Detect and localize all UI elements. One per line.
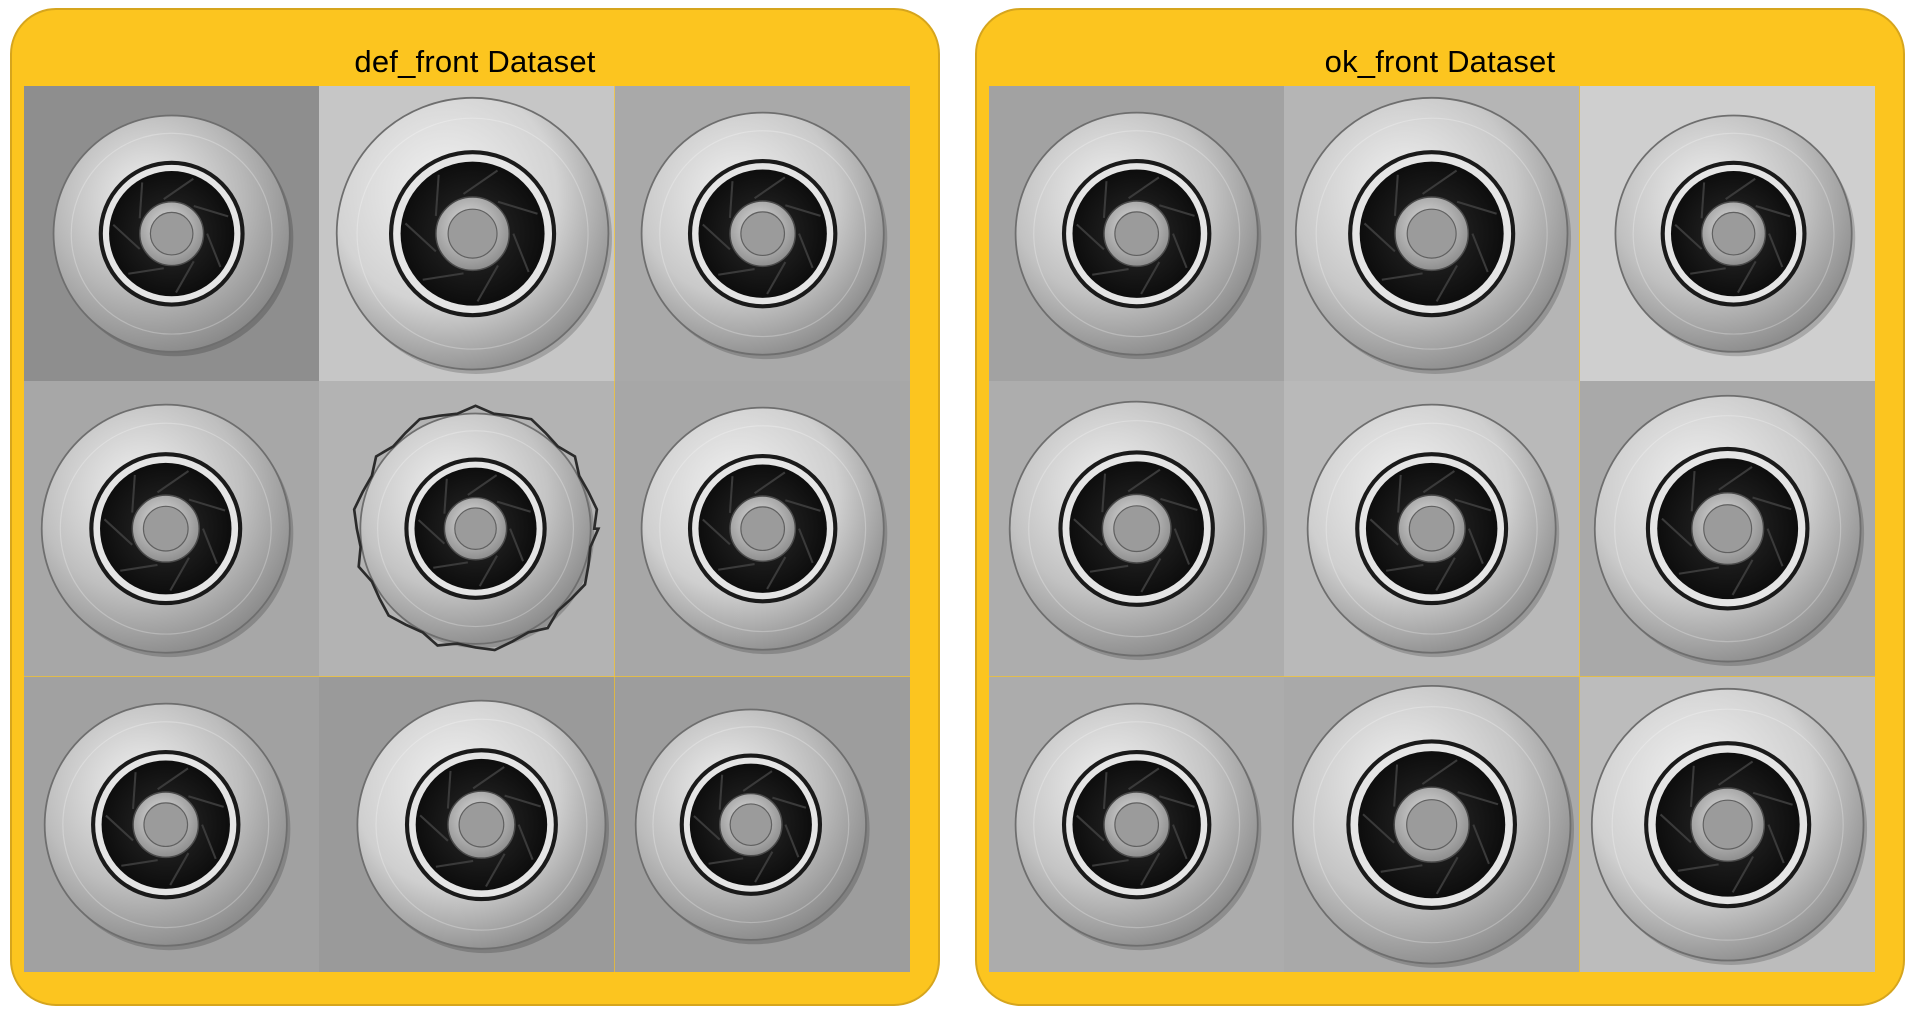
impeller-photo (1579, 676, 1875, 972)
impeller-photo (614, 676, 910, 972)
def-sample-image-4 (24, 381, 320, 677)
impeller-photo (614, 86, 910, 382)
def-sample-image-7 (24, 676, 320, 972)
def-sample-image-5 (319, 381, 615, 677)
ok-sample-image-3 (1579, 86, 1875, 382)
ok-sample-image-1 (989, 86, 1285, 382)
def-sample-image-8 (319, 676, 615, 972)
impeller-photo (614, 381, 910, 677)
impeller-photo (1284, 381, 1580, 677)
ok-sample-image-5 (1284, 381, 1580, 677)
def-sample-image-1 (24, 86, 320, 382)
def-sample-image-6 (614, 381, 910, 677)
ok-front-image-grid (989, 86, 1875, 972)
impeller-photo (319, 676, 615, 972)
ok-sample-image-2 (1284, 86, 1580, 382)
def-sample-image-3 (614, 86, 910, 382)
ok-sample-image-8 (1284, 676, 1580, 972)
impeller-photo (989, 381, 1285, 677)
impeller-photo (1284, 86, 1580, 382)
impeller-photo (24, 86, 320, 382)
impeller-photo (319, 86, 615, 382)
impeller-photo (1579, 381, 1875, 677)
impeller-photo (989, 86, 1285, 382)
def-sample-image-2 (319, 86, 615, 382)
impeller-photo (319, 381, 615, 677)
ok-sample-image-7 (989, 676, 1285, 972)
ok-sample-image-9 (1579, 676, 1875, 972)
impeller-photo (1284, 676, 1580, 972)
impeller-photo (989, 676, 1285, 972)
def-front-title: def_front Dataset (354, 44, 596, 79)
ok-sample-image-4 (989, 381, 1285, 677)
impeller-photo (24, 381, 320, 677)
def-front-image-grid (24, 86, 910, 972)
impeller-photo (1579, 86, 1875, 382)
ok-front-panel: ok_front Dataset (975, 8, 1905, 1006)
ok-sample-image-6 (1579, 381, 1875, 677)
ok-front-title: ok_front Dataset (1324, 44, 1556, 79)
def-sample-image-9 (614, 676, 910, 972)
def-front-panel: def_front Dataset (10, 8, 940, 1006)
impeller-photo (24, 676, 320, 972)
